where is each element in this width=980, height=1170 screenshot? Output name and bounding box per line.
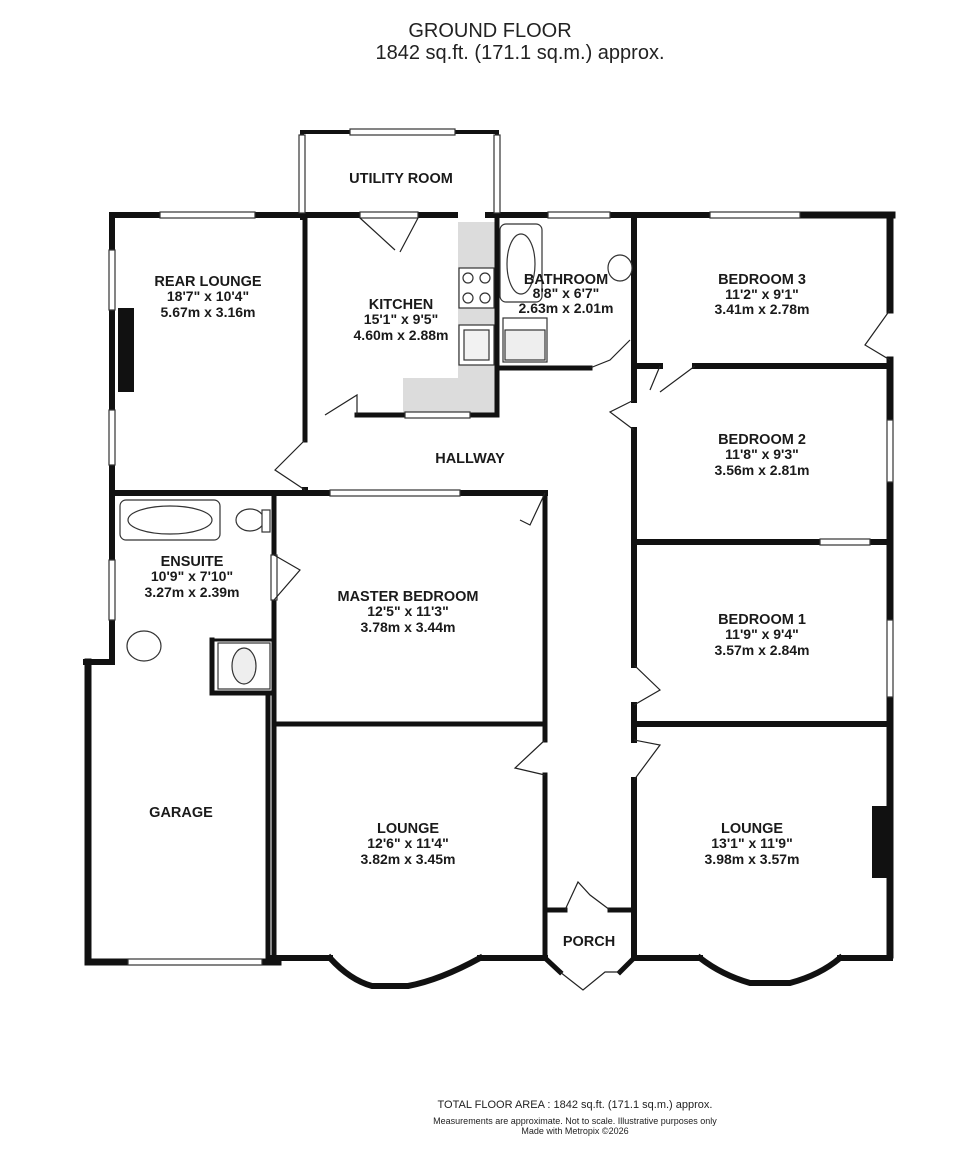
room-master-bedroom-name: MASTER BEDROOM <box>338 589 479 605</box>
room-bedroom3-name: BEDROOM 3 <box>718 272 806 288</box>
room-bathroom-imperial: 8'8" x 6'7" <box>533 285 600 301</box>
room-ensuite-name: ENSUITE <box>161 554 224 570</box>
room-labels: UTILITY ROOM REAR LOUNGE 18'7" x 10'4" 5… <box>145 171 810 950</box>
room-bedroom1-imperial: 11'9" x 9'4" <box>725 626 799 642</box>
room-utility-name: UTILITY ROOM <box>349 171 453 187</box>
room-ensuite-imperial: 10'9" x 7'10" <box>151 568 233 584</box>
room-porch-name: PORCH <box>563 934 615 950</box>
room-bedroom1-metric: 3.57m x 2.84m <box>715 642 810 658</box>
room-bathroom-name: BATHROOM <box>524 272 608 288</box>
room-lounge-right-name: LOUNGE <box>721 821 783 837</box>
room-master-bedroom-imperial: 12'5" x 11'3" <box>367 603 448 619</box>
room-bedroom1-name: BEDROOM 1 <box>718 612 806 628</box>
floor-area: 1842 sq.ft. (171.1 sq.m.) approx. <box>375 42 665 64</box>
room-rear-lounge-metric: 5.67m x 3.16m <box>161 304 256 320</box>
room-garage-name: GARAGE <box>149 805 213 821</box>
ensuite-toilet-icon <box>235 508 265 532</box>
room-kitchen-metric: 4.60m x 2.88m <box>354 327 449 343</box>
ensuite-basin-icon <box>126 630 162 662</box>
room-bathroom-metric: 2.63m x 2.01m <box>519 300 614 316</box>
room-bedroom2-imperial: 11'8" x 9'3" <box>725 446 799 462</box>
room-master-bedroom-metric: 3.78m x 3.44m <box>361 619 456 635</box>
room-lounge-left-metric: 3.82m x 3.45m <box>361 851 456 867</box>
floor-title: GROUND FLOOR <box>408 20 572 42</box>
kitchen-counter <box>403 222 495 415</box>
bathroom-basin-icon <box>607 254 633 282</box>
room-lounge-left-imperial: 12'6" x 11'4" <box>367 835 448 851</box>
credit: Made with Metropix ©2026 <box>521 1126 629 1136</box>
doors <box>273 217 891 991</box>
room-bedroom3-imperial: 11'2" x 9'1" <box>725 286 799 302</box>
room-bedroom3-metric: 3.41m x 2.78m <box>715 301 810 317</box>
room-kitchen-name: KITCHEN <box>369 297 433 313</box>
room-lounge-left-name: LOUNGE <box>377 821 439 837</box>
room-lounge-right-imperial: 13'1" x 11'9" <box>711 835 792 851</box>
total-floor-area: TOTAL FLOOR AREA : 1842 sq.ft. (171.1 sq… <box>437 1099 713 1111</box>
room-hallway-name: HALLWAY <box>435 451 505 467</box>
room-bedroom2-metric: 3.56m x 2.81m <box>715 462 810 478</box>
room-ensuite-metric: 3.27m x 2.39m <box>145 584 240 600</box>
disclaimer: Measurements are approximate. Not to sca… <box>433 1116 717 1126</box>
fixtures <box>119 223 633 690</box>
room-lounge-right-metric: 3.98m x 3.57m <box>705 851 800 867</box>
room-kitchen-imperial: 15'1" x 9'5" <box>364 311 438 327</box>
room-rear-lounge-imperial: 18'7" x 10'4" <box>167 288 249 304</box>
room-bedroom2-name: BEDROOM 2 <box>718 432 806 448</box>
room-rear-lounge-name: REAR LOUNGE <box>154 274 261 290</box>
